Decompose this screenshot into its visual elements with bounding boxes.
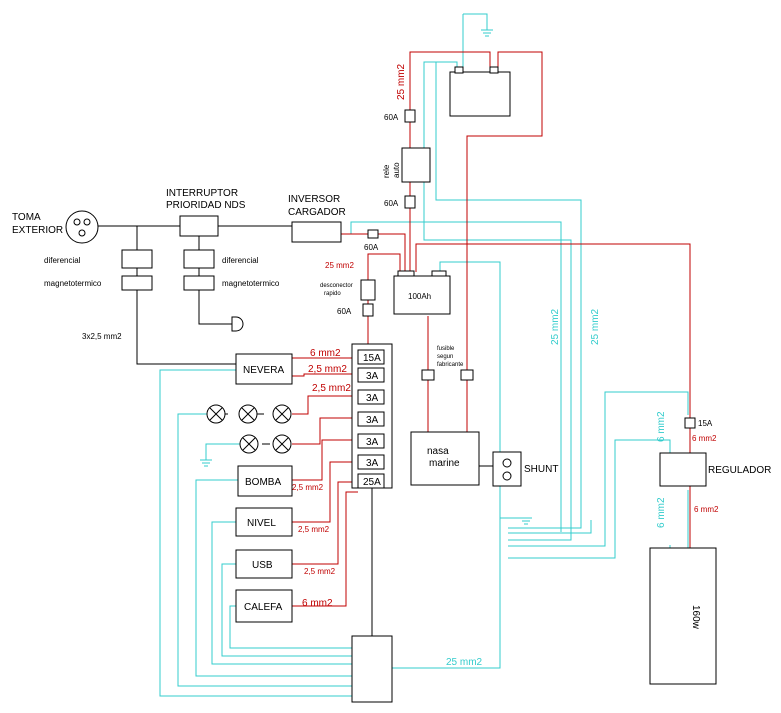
- cable-25-cyan-a-label: 25 mm2: [550, 308, 561, 345]
- fusible-label-1: fusible: [437, 346, 455, 352]
- cable-25-cyan-bottom-label: 25 mm2: [446, 657, 483, 668]
- magnetotermico-label-a: magnetotermico: [44, 279, 102, 288]
- fuse-15a-reg: [684, 417, 696, 429]
- cable-25-usb-label: 2,5 mm2: [304, 567, 336, 576]
- cable-25-a-label: 2,5 mm2: [308, 364, 347, 375]
- rele-label-1: rele: [382, 164, 391, 178]
- desconector-label-1: desconector: [320, 283, 353, 289]
- rele-auto: [401, 147, 431, 183]
- cable-6-reg-red-bot-label: 6 mm2: [694, 505, 719, 514]
- magnetotermico-right: [183, 275, 215, 291]
- toma-exterior: [65, 210, 99, 244]
- ac-wires: [98, 225, 493, 636]
- interruptor-box: [179, 215, 219, 237]
- fuse-3a-5-label: 3A: [366, 458, 379, 469]
- diferencial-left: [121, 249, 153, 269]
- calefa-label: CALEFA: [244, 602, 283, 613]
- diferencial-label-a: diferencial: [44, 256, 81, 265]
- inversor-label-2: CARGADOR: [288, 207, 346, 218]
- fuse-60a-mid: [404, 195, 416, 209]
- fuse-3a-3-label: 3A: [366, 415, 379, 426]
- magnetotermico-left: [121, 275, 153, 291]
- battery-100ah: [393, 275, 451, 315]
- usb-label: USB: [252, 560, 273, 571]
- nivel-label: NIVEL: [247, 518, 276, 529]
- fuse-60a-inv: [367, 229, 379, 239]
- cable-25-mid-label: 25 mm2: [325, 261, 354, 270]
- calefa-box: [235, 589, 293, 623]
- diferencial-label-b: diferencial: [222, 256, 259, 265]
- nasa-label-2: marine: [429, 458, 460, 469]
- negative-bus: [351, 635, 393, 703]
- lamps-row-1: [206, 404, 292, 424]
- toma-label-2: EXTERIOR: [12, 225, 63, 236]
- nivel-box: [235, 507, 293, 537]
- cable-6-reg-red-top-label: 6 mm2: [692, 434, 717, 443]
- toma-label-1: TOMA: [12, 212, 41, 223]
- fuse-60a-top-label: 60A: [384, 113, 399, 122]
- nasa-label-1: nasa: [427, 446, 449, 457]
- cable-6-reg-cyan-bot-label: 6 mm2: [656, 497, 667, 528]
- inversor-label-1: INVERSOR: [288, 194, 340, 205]
- fuse-25a-label: 25A: [363, 477, 381, 488]
- fuse-15a-label: 15A: [363, 353, 381, 364]
- usb-box: [235, 549, 293, 579]
- panel-label: 160w: [690, 605, 701, 630]
- inversor-box: [291, 221, 342, 243]
- battery-100ah-label: 100Ah: [408, 292, 431, 301]
- bomba-label: BOMBA: [245, 477, 281, 488]
- interruptor-label-1: INTERRUPTOR: [166, 188, 238, 199]
- nasa-marine-box: [410, 431, 480, 486]
- desconector-rapido: [360, 279, 376, 301]
- shunt-box: [492, 451, 522, 487]
- fusible-b: [460, 369, 474, 381]
- cable-25-bomba-label: 2,5 mm2: [292, 483, 324, 492]
- fuse-3a-2-label: 3A: [366, 393, 379, 404]
- fuse-60a-disc-label: 60A: [337, 307, 352, 316]
- fuse-3a-1-label: 3A: [366, 371, 379, 382]
- bomba-box: [237, 465, 293, 497]
- fuse-60a-mid-label: 60A: [384, 199, 399, 208]
- fuse-60a-top: [404, 109, 416, 123]
- magnetotermico-label-b: magnetotermico: [222, 279, 280, 288]
- desconector-label-2: rapido: [324, 291, 341, 297]
- fusible-label-3: fabricante: [437, 362, 464, 368]
- diferencial-right: [183, 249, 215, 269]
- regulador-label: REGULADOR: [708, 465, 771, 476]
- battery-starter: [449, 71, 511, 117]
- nevera-label: NEVERA: [243, 365, 284, 376]
- fuse-3a-4-label: 3A: [366, 437, 379, 448]
- fuse-60a-disc: [362, 303, 374, 317]
- cable-25-b-label: 2,5 mm2: [312, 383, 351, 394]
- cable-25-nivel-label: 2,5 mm2: [298, 525, 330, 534]
- cable-3x25-label: 3x2,5 mm2: [82, 332, 122, 341]
- fusible-label-2: segun: [437, 354, 453, 360]
- interruptor-label-2: PRIORIDAD NDS: [166, 200, 246, 211]
- cable-6-calefa-label: 6 mm2: [302, 598, 333, 609]
- fuse-15a-reg-label: 15A: [698, 419, 713, 428]
- positive-wires: [292, 51, 691, 607]
- solar-panel: [649, 547, 717, 685]
- nevera-box: [235, 353, 293, 385]
- regulador-box: [659, 452, 707, 487]
- rele-label-2: auto: [392, 162, 401, 178]
- cable-25-top-label: 25 mm2: [396, 63, 407, 100]
- fuse-60a-inv-label: 60A: [364, 243, 379, 252]
- cable-6-nevera-label: 6 mm2: [310, 348, 341, 359]
- lamps-row-2: [239, 434, 292, 454]
- fusible-a: [421, 369, 435, 381]
- cable-25-cyan-b-label: 25 mm2: [590, 308, 601, 345]
- shunt-label: SHUNT: [524, 464, 558, 475]
- cable-6-reg-cyan-top-label: 6 mm2: [656, 411, 667, 442]
